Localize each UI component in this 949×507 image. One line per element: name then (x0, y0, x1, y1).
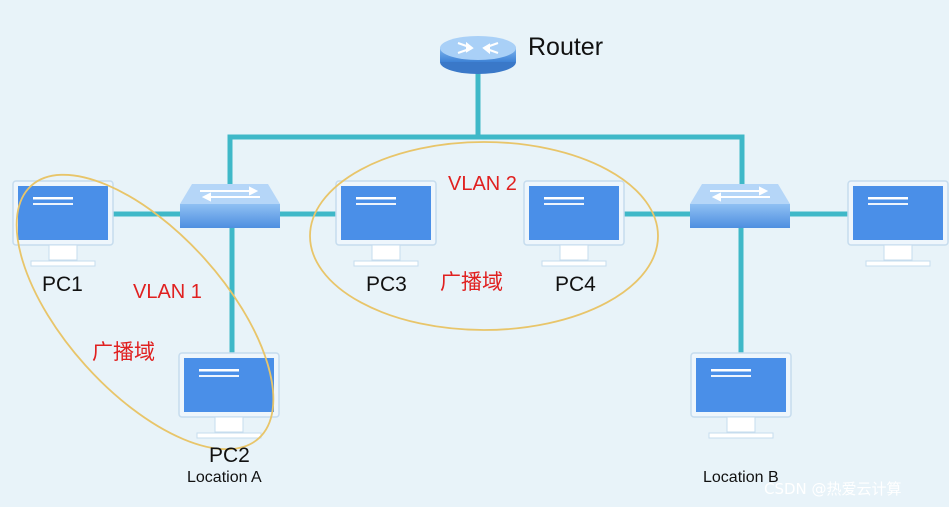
pc5-monitor-icon (847, 180, 949, 267)
pc-icons (12, 180, 949, 439)
router-label: Router (528, 33, 604, 61)
watermark: CSDN @热爱云计算 (764, 480, 902, 498)
pc3-label: PC3 (366, 273, 407, 296)
pc6-monitor-icon (690, 352, 792, 439)
vlan1-label: VLAN 1 (133, 281, 202, 303)
pc4-monitor-icon (523, 180, 625, 267)
switch-a-icon (180, 184, 280, 228)
broadcast-domain-vlan1-ellipse (15, 173, 275, 451)
pc2-monitor-icon (178, 352, 280, 439)
switch-b-icon (690, 184, 790, 228)
pc2-label: PC2 (209, 444, 250, 467)
broadcast-domain-vlan1-label: 广播域 (92, 340, 155, 364)
router-icon (440, 36, 516, 74)
vlan2-label: VLAN 2 (448, 173, 517, 195)
pc1-label: PC1 (42, 273, 83, 296)
location-a-label: Location A (187, 469, 262, 486)
pc3-monitor-icon (335, 180, 437, 267)
broadcast-domain-vlan2-ellipse (309, 141, 659, 331)
broadcast-domain-vlan2-label: 广播域 (440, 270, 503, 294)
pc1-monitor-icon (12, 180, 114, 267)
location-b-label: Location B (703, 469, 779, 486)
pc4-label: PC4 (555, 273, 596, 296)
